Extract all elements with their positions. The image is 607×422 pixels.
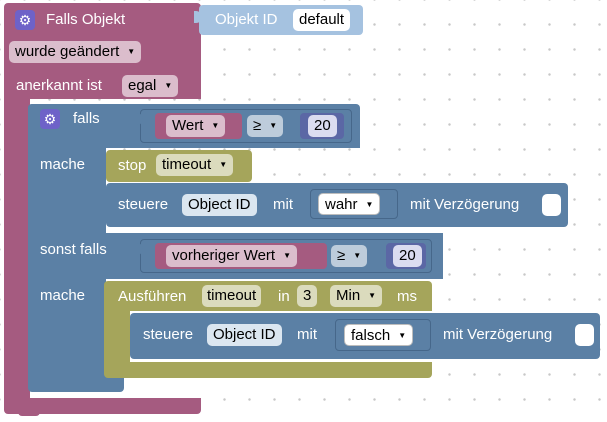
timeout-name-label: timeout [207,287,257,304]
dropdown-arrow-icon: ▼ [398,331,407,340]
control1-label: steuere [118,196,169,213]
bool-dropdown-1[interactable]: wahr ▼ [318,193,381,215]
operator-dropdown-2-label: ≥ [337,247,346,264]
timeout-in-label: in [278,288,290,305]
gear-icon[interactable]: ⚙ [40,109,60,129]
stop-timeout-dropdown[interactable]: timeout ▼ [156,154,234,176]
dropdown-arrow-icon: ▼ [219,160,228,169]
timeout-amount-field[interactable]: 3 [297,285,318,307]
acknowledged-dropdown[interactable]: egal ▼ [122,75,179,97]
operator-dropdown-2[interactable]: ≥▼ [331,245,368,267]
value-dropdown-1-label: Wert [172,117,204,134]
bool-dropdown-2[interactable]: falsch ▼ [344,324,414,346]
control2-delay-label: mit Verzögerung [443,326,553,343]
timeout-block-spine [104,305,130,365]
timeout-label: Ausführen [118,288,187,305]
connector-1 [135,113,143,125]
control2-label: steuere [143,326,194,343]
acknowledged-label: anerkannt ist [16,77,102,94]
trigger-block-tab [18,410,40,416]
acknowledged-dropdown-label: egal [128,77,157,94]
condition-dropdown[interactable]: wurde geändert ▼ [9,41,142,63]
operator-dropdown-1-label: ≥ [253,117,262,134]
stop-label: stop [118,157,147,174]
control2-with-label: mit [297,326,317,343]
timeout-block-footer [104,362,432,378]
timeout-amount-label: 3 [303,287,312,304]
dropdown-arrow-icon: ▼ [368,291,377,300]
if-label: falls [73,110,100,127]
control1-delay-label: mit Verzögerung [410,196,520,213]
control1-object-id[interactable]: Object ID [182,194,257,216]
dropdown-arrow-icon: ▼ [127,47,136,56]
value-dropdown-1[interactable]: Wert ▼ [166,115,226,137]
elseif-label: sonst falls [40,241,107,258]
control1-with-label: mit [273,196,293,213]
do-label: mache [40,156,86,173]
dropdown-arrow-icon: ▼ [365,200,374,209]
do2-label: mache [40,287,86,304]
object-id-label: Objekt ID [215,11,278,28]
timeout-unit-label: Min [336,287,361,304]
value-dropdown-2-label: vorheriger Wert [172,247,276,264]
condition-dropdown-label: wurde geändert [15,43,120,60]
stop-timeout-label: timeout [162,156,212,173]
control1-delay-checkbox[interactable] [542,194,561,216]
number-field-2[interactable]: 20 [393,245,422,267]
dropdown-arrow-icon: ▼ [164,81,173,90]
dropdown-arrow-icon: ▼ [269,121,278,130]
operator-dropdown-1[interactable]: ≥▼ [247,115,284,137]
trigger-block-spine [4,95,30,403]
timeout-ms-label: ms [397,288,417,305]
connector-2 [135,243,143,255]
timeout-unit-dropdown[interactable]: Min ▼ [330,285,383,307]
number-field-1[interactable]: 20 [308,115,337,137]
control2-object-id[interactable]: Object ID [207,324,282,346]
dropdown-arrow-icon: ▼ [211,121,220,130]
trigger-block-footer [4,398,201,414]
gear-icon[interactable]: ⚙ [15,10,35,30]
object-id-value[interactable]: default [293,9,351,31]
if-block-bottom [28,376,124,392]
timeout-name-field[interactable]: timeout [202,285,262,307]
control2-delay-checkbox[interactable] [575,324,594,346]
dropdown-arrow-icon: ▼ [283,251,292,260]
value-dropdown-2[interactable]: vorheriger Wert ▼ [166,245,298,267]
bool-dropdown-2-label: falsch [351,327,391,344]
bool-dropdown-1-label: wahr [325,196,358,213]
object-id-connector [194,11,202,23]
dropdown-arrow-icon: ▼ [353,251,362,260]
trigger-title: Falls Objekt [46,11,126,28]
